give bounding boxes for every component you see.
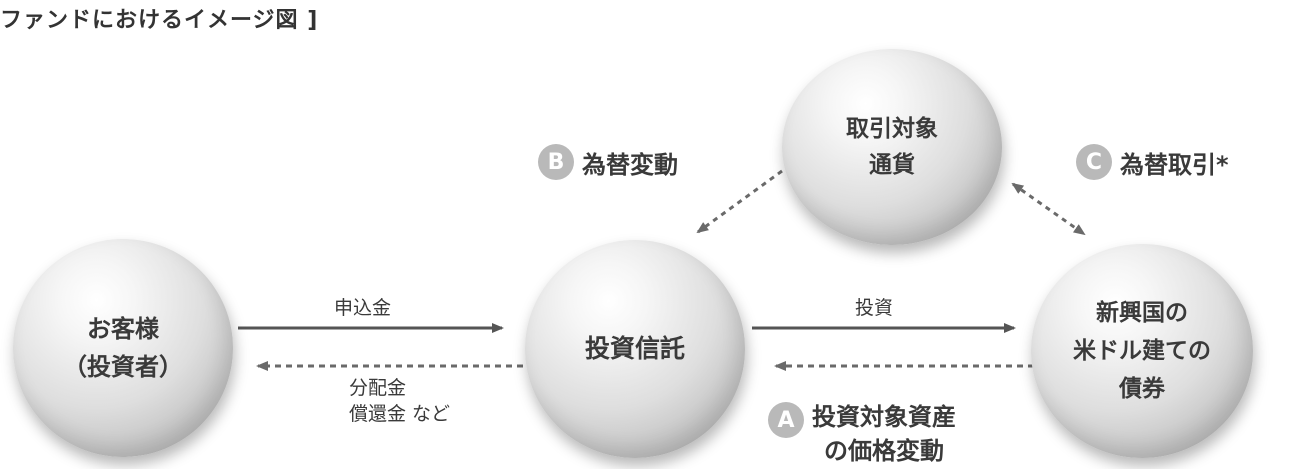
target-currency-label-line-1: 取引対象 bbox=[846, 116, 938, 142]
badge-b-icon: B bbox=[538, 144, 574, 180]
callout-a-text-line-2: の価格変動 bbox=[824, 437, 944, 465]
subscription-label: 申込金 bbox=[334, 297, 392, 319]
customer-node: お客様 （投資者） bbox=[13, 239, 233, 457]
bond-label-line-3: 債券 bbox=[1119, 376, 1165, 402]
distribution-label-line-2: 償還金 など bbox=[349, 403, 451, 425]
customer-label-line-1: お客様 bbox=[87, 315, 159, 343]
callout-c-fx-transaction: C 為替取引* bbox=[1076, 144, 1229, 180]
bond-label-line-2: 米ドル建ての bbox=[1073, 338, 1211, 364]
distribution-label-line-1: 分配金 bbox=[349, 377, 407, 399]
target-currency-node: 取引対象 通貨 bbox=[782, 49, 1002, 245]
callout-a-text: 投資対象資産 の価格変動 bbox=[812, 400, 956, 468]
fx-fluctuation-arrow bbox=[696, 169, 783, 234]
callout-a-text-line-1: 投資対象資産 bbox=[812, 403, 956, 431]
customer-label-line-2: （投資者） bbox=[63, 353, 183, 381]
investment-label: 投資 bbox=[855, 297, 894, 319]
investment-trust-node: 投資信託 bbox=[525, 240, 745, 458]
investment-trust-label: 投資信託 bbox=[584, 334, 685, 363]
fx-transaction-arrow bbox=[1011, 182, 1086, 236]
distribution-label: 分配金 償還金 など bbox=[349, 375, 450, 427]
callout-a-price-fluctuation: A 投資対象資産 の価格変動 bbox=[768, 400, 956, 468]
badge-a-icon: A bbox=[768, 402, 804, 438]
badge-c-icon: C bbox=[1076, 144, 1112, 180]
bond-label-line-1: 新興国の bbox=[1096, 300, 1188, 326]
emerging-bond-node: 新興国の 米ドル建ての 債券 bbox=[1031, 244, 1253, 458]
target-currency-label-line-2: 通貨 bbox=[869, 152, 915, 178]
callout-b-fx-fluctuation: B 為替変動 bbox=[538, 144, 678, 180]
page-title: ファンドにおけるイメージ図 ] bbox=[0, 8, 319, 33]
callout-c-text: 為替取引* bbox=[1120, 150, 1229, 179]
callout-b-text: 為替変動 bbox=[582, 150, 678, 179]
